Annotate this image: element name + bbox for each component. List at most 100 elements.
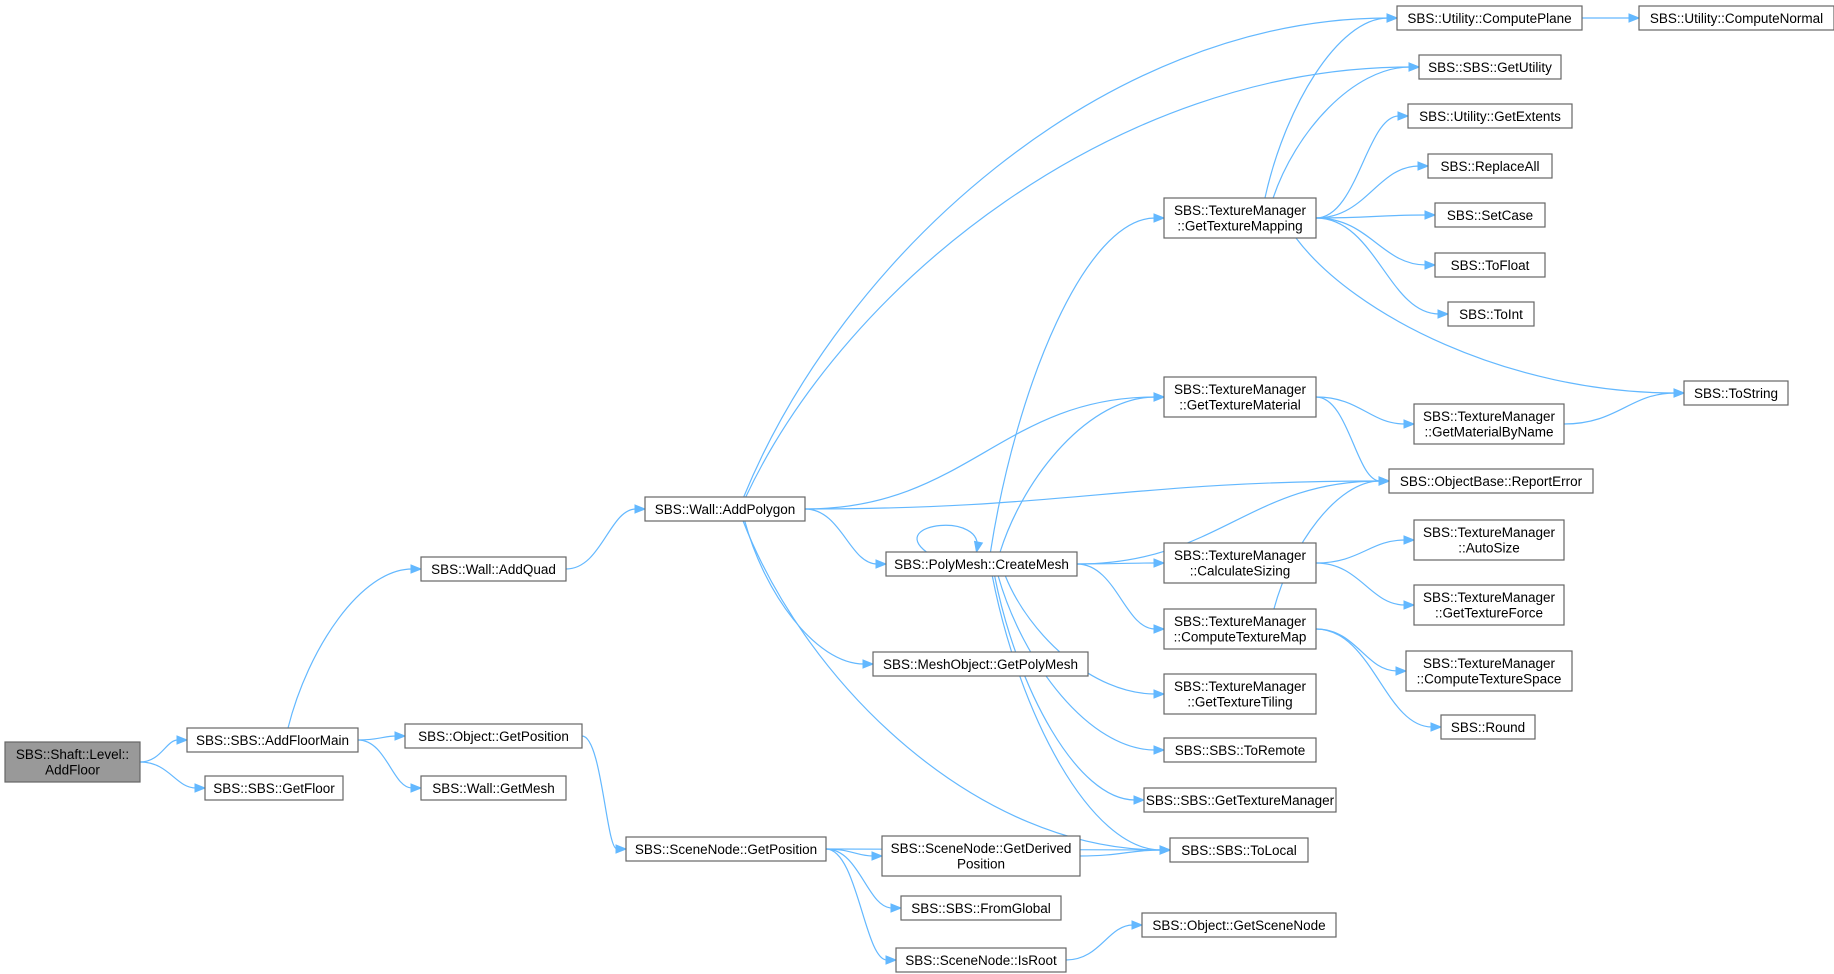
arrowhead xyxy=(1153,392,1166,402)
node-box xyxy=(1396,5,1583,31)
edge-addfloormain-to-obj-getposition xyxy=(357,735,397,741)
node-round[interactable]: SBS::Round xyxy=(1440,714,1536,740)
node-computenormal[interactable]: SBS::Utility::ComputeNormal xyxy=(1638,5,1834,31)
node-sn-getposition[interactable]: SBS::SceneNode::GetPosition xyxy=(625,836,827,862)
edge-createmesh-to-gettexturematerial xyxy=(999,396,1156,553)
node-addquad[interactable]: SBS::Wall::AddQuad xyxy=(420,556,567,582)
node-addpolygon[interactable]: SBS::Wall::AddPolygon xyxy=(644,496,806,522)
node-getutility[interactable]: SBS::SBS::GetUtility xyxy=(1418,54,1562,80)
arrowhead xyxy=(1424,210,1437,220)
node-box xyxy=(420,775,567,801)
node-box xyxy=(420,556,567,582)
arrowhead xyxy=(1153,624,1166,634)
node-label: ::GetTextureForce xyxy=(1435,606,1543,621)
node-label: SBS::Wall::GetMesh xyxy=(432,781,555,796)
arrowhead xyxy=(1408,62,1421,72)
node-box xyxy=(625,836,827,862)
edge-gettexturemapping-to-computeplane xyxy=(1264,17,1389,199)
edge-addpolygon-to-createmesh xyxy=(804,508,878,565)
node-box xyxy=(1163,737,1317,763)
node-getfloor[interactable]: SBS::SBS::GetFloor xyxy=(204,775,344,801)
arrowhead xyxy=(1378,476,1391,486)
node-label: SBS::Utility::ComputeNormal xyxy=(1650,11,1823,26)
edge-gettexturemapping-to-tofloat xyxy=(1315,217,1427,266)
node-autosize[interactable]: SBS::TextureManager::AutoSize xyxy=(1413,519,1565,561)
node-obj-getposition[interactable]: SBS::Object::GetPosition xyxy=(404,723,583,749)
node-addfloormain[interactable]: SBS::SBS::AddFloorMain xyxy=(186,727,359,753)
node-getscenenode[interactable]: SBS::Object::GetSceneNode xyxy=(1141,912,1337,938)
node-label: SBS::SceneNode::GetPosition xyxy=(635,842,817,857)
node-box xyxy=(1418,54,1562,80)
node-gettextureforce[interactable]: SBS::TextureManager::GetTextureForce xyxy=(1413,584,1565,626)
node-label: SBS::SBS::ToLocal xyxy=(1181,843,1297,858)
node-getpolymesh[interactable]: SBS::MeshObject::GetPolyMesh xyxy=(872,651,1089,677)
edge-addpolygon-to-getpolymesh xyxy=(744,520,865,665)
edge-createmesh-to-calculatesizing xyxy=(1076,562,1156,565)
arrowhead xyxy=(1437,309,1450,319)
arrowhead xyxy=(615,844,628,854)
node-computeplane[interactable]: SBS::Utility::ComputePlane xyxy=(1396,5,1583,31)
edge-gettexturematerial-to-getmaterialbyname xyxy=(1315,396,1406,425)
node-reporterror[interactable]: SBS::ObjectBase::ReportError xyxy=(1388,468,1594,494)
node-label: SBS::ToFloat xyxy=(1451,258,1530,273)
node-getmaterialbyname[interactable]: SBS::TextureManager::GetMaterialByName xyxy=(1413,403,1565,445)
edge-isroot-to-getscenenode xyxy=(1065,924,1134,961)
arrowhead xyxy=(634,504,647,514)
node-fromglobal[interactable]: SBS::SBS::FromGlobal xyxy=(900,895,1062,921)
node-toremote[interactable]: SBS::SBS::ToRemote xyxy=(1163,737,1317,763)
arrowhead xyxy=(1386,13,1399,23)
node-gettexturematerial[interactable]: SBS::TextureManager::GetTextureMaterial xyxy=(1163,376,1317,418)
node-createmesh[interactable]: SBS::PolyMesh::CreateMesh xyxy=(885,551,1078,577)
arrowhead xyxy=(1424,260,1437,270)
node-label: SBS::SBS::GetFloor xyxy=(213,781,335,796)
arrowhead xyxy=(1403,600,1416,610)
edge-gettexturemapping-to-tostring xyxy=(1295,237,1676,394)
node-box xyxy=(1440,714,1536,740)
node-setcase[interactable]: SBS::SetCase xyxy=(1434,202,1546,228)
node-computetexturespace[interactable]: SBS::TextureManager::ComputeTextureSpace xyxy=(1405,650,1573,692)
node-box xyxy=(1169,837,1309,863)
node-box xyxy=(1141,912,1337,938)
node-label: SBS::TextureManager xyxy=(1174,679,1307,694)
edge-addpolygon-to-getutility xyxy=(745,66,1411,498)
node-box xyxy=(881,835,1081,877)
edge-gettexturemapping-to-getutility xyxy=(1272,66,1411,199)
edge-getderivedposition-to-tolocal xyxy=(1079,849,1162,857)
edge-obj-getposition-to-sn-getposition xyxy=(581,735,618,850)
arrowhead xyxy=(1153,689,1166,699)
node-calculatesizing[interactable]: SBS::TextureManager::CalculateSizing xyxy=(1163,542,1317,584)
node-addfloor[interactable]: SBS::Shaft::Level::AddFloor xyxy=(4,741,141,783)
edge-addquad-to-addpolygon xyxy=(565,508,637,570)
node-gettexturemapping[interactable]: SBS::TextureManager::GetTextureMapping xyxy=(1163,197,1317,239)
node-replaceall[interactable]: SBS::ReplaceAll xyxy=(1427,153,1553,179)
node-isroot[interactable]: SBS::SceneNode::IsRoot xyxy=(895,947,1067,973)
node-label: SBS::PolyMesh::CreateMesh xyxy=(894,557,1069,572)
edge-addfloor-to-addfloormain xyxy=(139,739,179,763)
node-toint[interactable]: SBS::ToInt xyxy=(1447,301,1535,327)
edge-gettexturemapping-to-setcase xyxy=(1315,214,1427,219)
node-tofloat[interactable]: SBS::ToFloat xyxy=(1434,252,1546,278)
edge-createmesh-to-tolocal xyxy=(991,575,1162,851)
node-label: SBS::SBS::AddFloorMain xyxy=(196,733,349,748)
node-computetexturemap[interactable]: SBS::TextureManager::ComputeTextureMap xyxy=(1163,608,1317,650)
call-nodes: SBS::Shaft::Level::AddFloor SBS::SBS::Add… xyxy=(4,5,1834,973)
arrowhead xyxy=(1395,666,1408,676)
node-getextents[interactable]: SBS::Utility::GetExtents xyxy=(1407,103,1573,129)
node-label: SBS::Utility::ComputePlane xyxy=(1407,11,1571,26)
edge-createmesh-to-gettexturemanager xyxy=(994,575,1136,801)
arrowhead xyxy=(862,659,875,669)
node-box xyxy=(1163,608,1317,650)
node-tolocal[interactable]: SBS::SBS::ToLocal xyxy=(1169,837,1309,863)
node-tostring[interactable]: SBS::ToString xyxy=(1683,380,1789,406)
node-label: SBS::TextureManager xyxy=(1423,525,1556,540)
arrowhead xyxy=(871,851,884,861)
node-getmesh[interactable]: SBS::Wall::GetMesh xyxy=(420,775,567,801)
node-gettexturetiling[interactable]: SBS::TextureManager::GetTextureTiling xyxy=(1163,673,1317,715)
call-edges xyxy=(139,13,1686,965)
edge-addfloormain-to-addquad xyxy=(287,568,413,729)
node-box xyxy=(1434,252,1546,278)
edge-gettexturematerial-to-reporterror xyxy=(1315,396,1381,482)
node-gettexturemanager[interactable]: SBS::SBS::GetTextureManager xyxy=(1143,787,1337,813)
